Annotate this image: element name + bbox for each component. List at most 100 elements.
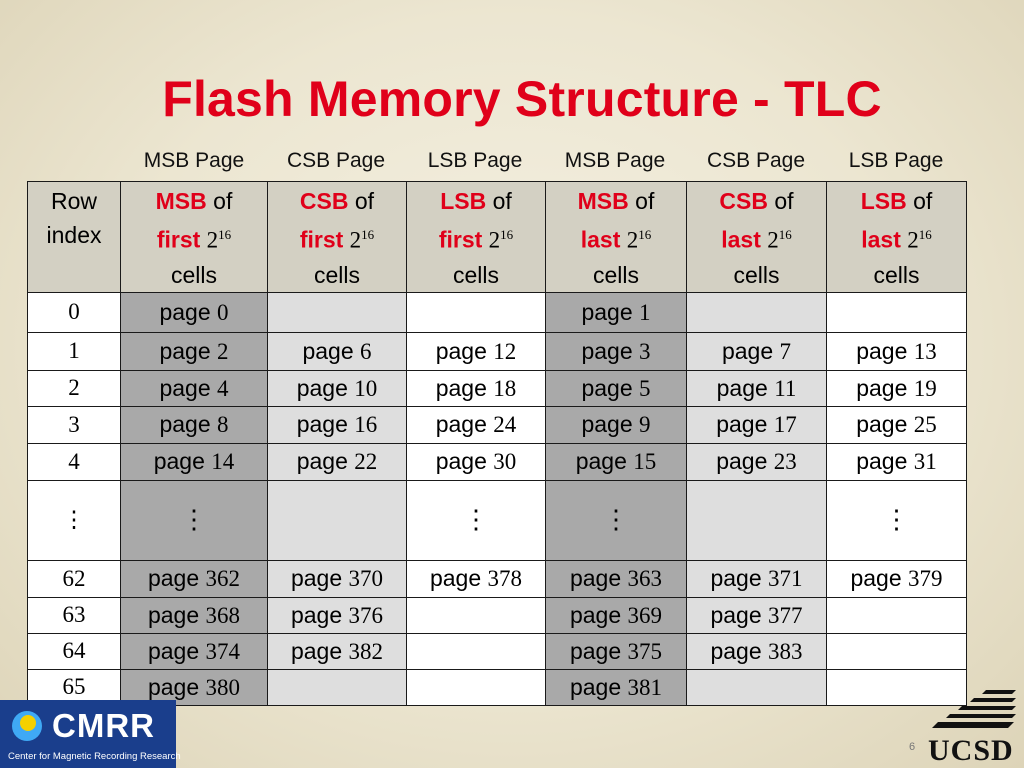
page-word: page xyxy=(435,448,487,475)
page-cell: page 11 xyxy=(686,369,827,407)
page-number: 374 xyxy=(205,638,241,664)
ucsd-logo-mark-icon xyxy=(932,690,1016,728)
page-word: page xyxy=(856,411,908,438)
page-cell xyxy=(406,632,546,670)
page-cell: page 19 xyxy=(826,369,967,407)
page-number: 0 xyxy=(217,299,229,325)
bit-label: CSB xyxy=(719,188,768,214)
row-index-cell: 4 xyxy=(27,442,121,481)
page-word: page xyxy=(569,673,622,700)
page-word: page xyxy=(856,448,908,475)
first-last-label: last xyxy=(721,226,761,253)
cells-label: cells xyxy=(170,261,217,288)
cmrr-logo-subtitle: Center for Magnetic Recording Research xyxy=(8,751,181,762)
page-number: 14 xyxy=(211,449,235,475)
power-exponent: 16 xyxy=(918,227,932,242)
page-cell: page 363 xyxy=(545,559,687,598)
page-cell xyxy=(686,291,827,333)
page-word: page xyxy=(159,298,211,325)
page-word: page xyxy=(710,565,762,592)
of-label: of xyxy=(354,188,375,214)
page-number: 8 xyxy=(217,412,229,438)
page-number: 375 xyxy=(627,638,663,664)
page-cell: page 1 xyxy=(545,291,687,333)
slide-number: 6 xyxy=(909,741,916,753)
row-index-cell: 65 xyxy=(27,668,121,706)
of-label: of xyxy=(635,188,655,214)
page-cell: page 381 xyxy=(545,668,687,706)
page-cell: page 24 xyxy=(406,405,546,444)
row-index-cell: 0 xyxy=(27,291,121,333)
page-cell: page 5 xyxy=(545,369,687,407)
page-word: page xyxy=(710,637,762,664)
row-index-header-line: Row xyxy=(50,188,97,214)
page-word: page xyxy=(435,374,487,401)
page-cell: page 31 xyxy=(826,442,967,481)
cells-label: cells xyxy=(313,261,360,288)
column-label: MSB Page xyxy=(564,149,666,172)
cmrr-logo-text: CMRR xyxy=(52,707,155,744)
page-word: page xyxy=(569,601,622,628)
column-label: LSB Page xyxy=(848,149,944,172)
page-cell xyxy=(826,632,967,670)
cells-label: cells xyxy=(452,261,499,288)
page-word: page xyxy=(147,673,200,700)
bit-label: MSB xyxy=(577,188,629,214)
page-cell xyxy=(267,291,407,333)
row-index-header: Row index xyxy=(27,181,121,293)
cells-label: cells xyxy=(873,261,920,288)
page-word: page xyxy=(296,448,348,475)
cmrr-logo-mark-icon xyxy=(12,711,42,741)
ellipsis-mark: ⋮ xyxy=(603,505,629,535)
page-number: 5 xyxy=(639,375,651,401)
page-word: page xyxy=(435,337,487,364)
page-cell xyxy=(826,668,967,706)
page-word: page xyxy=(569,565,622,592)
page-number: 16 xyxy=(354,412,378,438)
page-word: page xyxy=(147,565,200,592)
bit-label: MSB xyxy=(155,188,207,214)
page-cell: page 376 xyxy=(267,596,407,634)
page-number: 9 xyxy=(639,412,651,438)
page-number: 30 xyxy=(493,449,517,475)
page-cell: page 22 xyxy=(267,442,407,481)
ellipsis-mark: ⋮ xyxy=(883,505,910,535)
column-label: LSB Page xyxy=(427,149,523,172)
page-word: page xyxy=(159,411,211,438)
power-base: 2 xyxy=(349,227,362,253)
page-cell: page 9 xyxy=(545,405,687,444)
slide-title: Flash Memory Structure - TLC xyxy=(162,71,882,127)
page-cell xyxy=(267,479,407,561)
page-cell xyxy=(686,668,827,706)
page-word: page xyxy=(581,337,633,364)
page-number: 381 xyxy=(627,674,663,700)
page-cell: page 362 xyxy=(120,559,268,598)
page-number: 6 xyxy=(360,338,372,364)
power-exponent: 16 xyxy=(218,227,232,242)
row-index-cell: 1 xyxy=(27,331,121,371)
ellipsis-mark: ⋮ xyxy=(463,505,489,535)
row-index-cell: ⋮ xyxy=(27,479,121,561)
page-word: page xyxy=(296,374,348,401)
page-cell xyxy=(267,668,407,706)
page-number: 376 xyxy=(348,602,384,628)
column-label: CSB Page xyxy=(706,149,806,172)
page-number: 11 xyxy=(774,375,797,401)
of-label: of xyxy=(774,188,794,214)
page-cell xyxy=(826,596,967,634)
power-exponent: 16 xyxy=(638,227,652,242)
row-index-header-line: index xyxy=(46,222,102,248)
page-cell xyxy=(406,596,546,634)
power-exponent: 16 xyxy=(778,227,792,242)
power-base: 2 xyxy=(767,227,779,253)
